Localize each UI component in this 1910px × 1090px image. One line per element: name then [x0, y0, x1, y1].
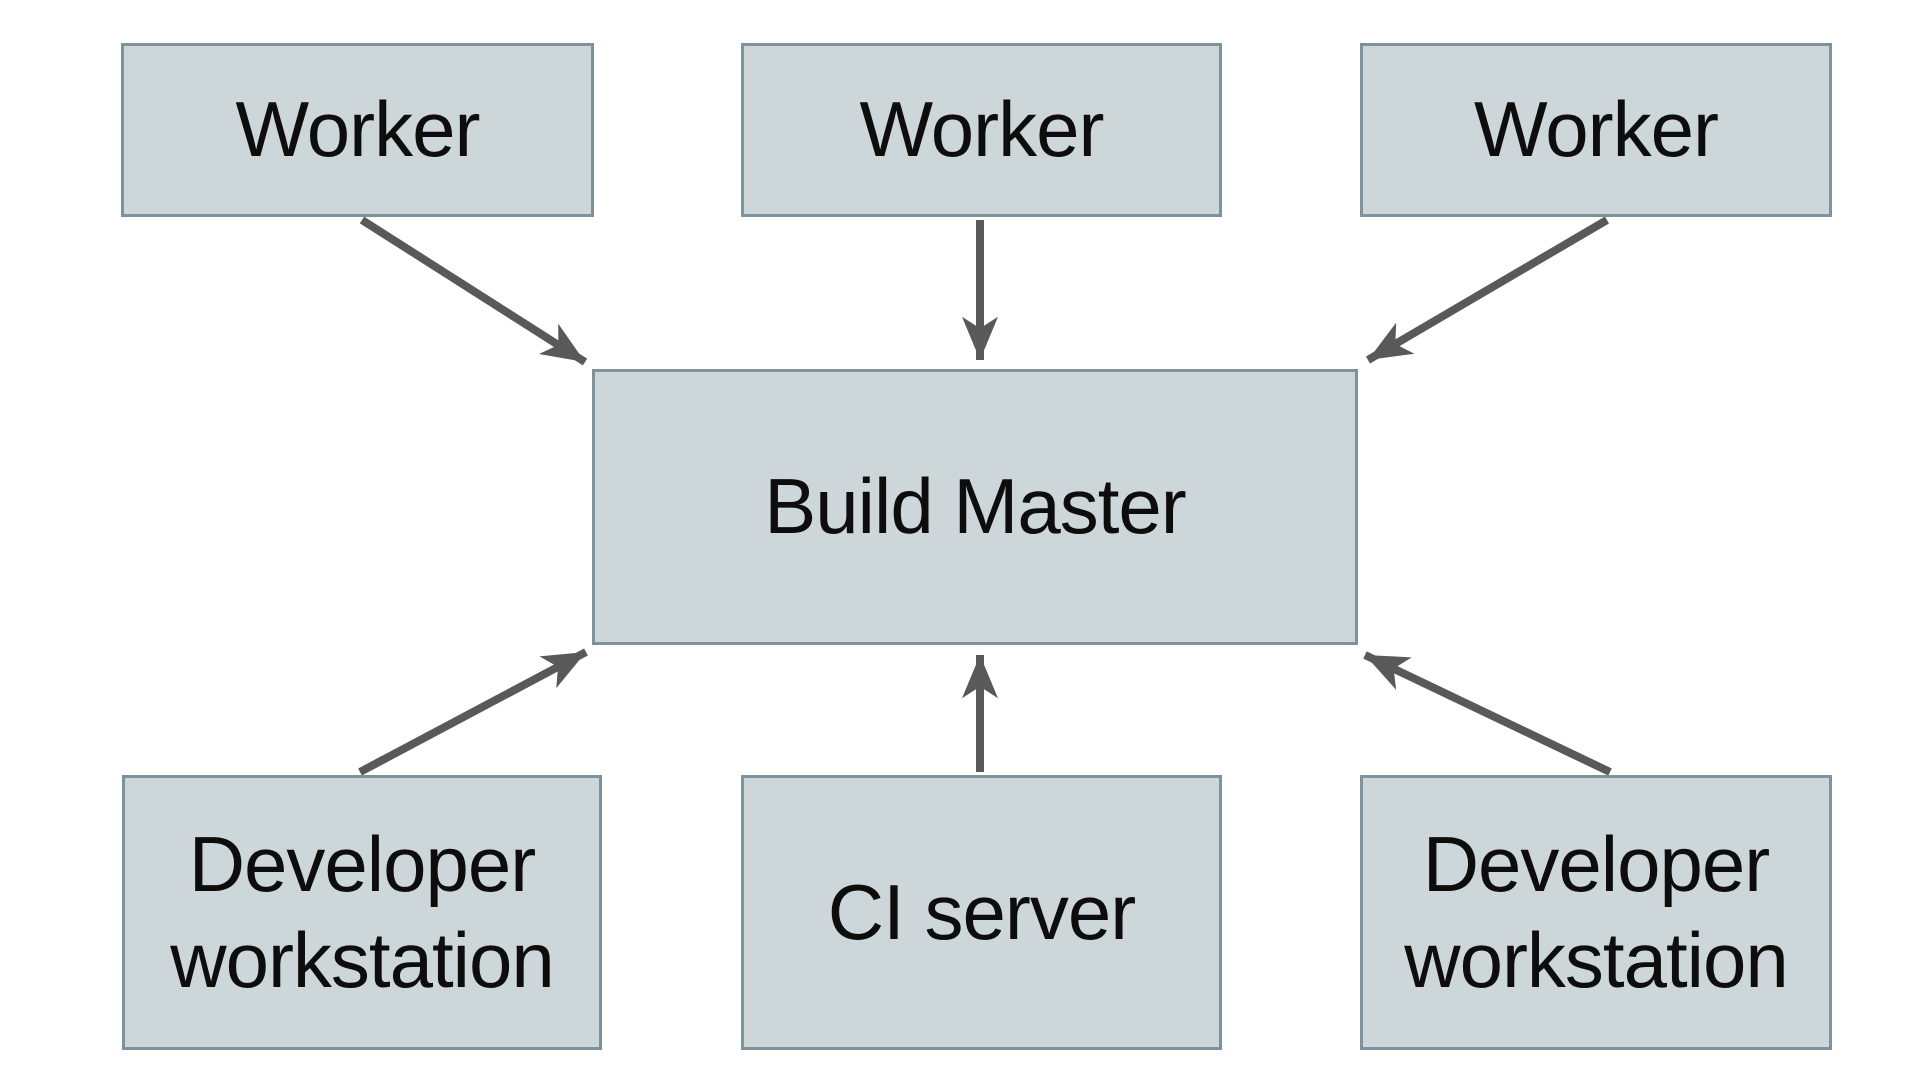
node-worker-3-label: Worker: [1474, 85, 1719, 174]
node-worker-3: Worker: [1360, 43, 1832, 217]
arrow-worker-3-to-build-master: [1365, 216, 1610, 364]
node-build-master: Build Master: [592, 369, 1358, 645]
node-ci-server: CI server: [741, 775, 1222, 1050]
node-developer-workstation-right-label: Developer workstation: [1404, 820, 1789, 1004]
node-worker-2-label: Worker: [859, 85, 1105, 174]
node-developer-workstation-left-label: Developer workstation: [170, 820, 555, 1004]
node-worker-1-label: Worker: [235, 85, 481, 174]
node-build-master-label: Build Master: [764, 462, 1186, 551]
node-worker-1: Worker: [121, 43, 594, 217]
node-developer-workstation-right: Developer workstation: [1360, 775, 1832, 1050]
node-worker-2: Worker: [741, 43, 1222, 217]
node-ci-server-label: CI server: [827, 867, 1136, 956]
node-developer-workstation-left: Developer workstation: [122, 775, 602, 1050]
arrow-developer-workstation-right-to-build-master: [1363, 651, 1612, 776]
arrow-worker-1-to-build-master: [359, 216, 588, 366]
arrow-developer-workstation-left-to-build-master: [358, 648, 588, 776]
